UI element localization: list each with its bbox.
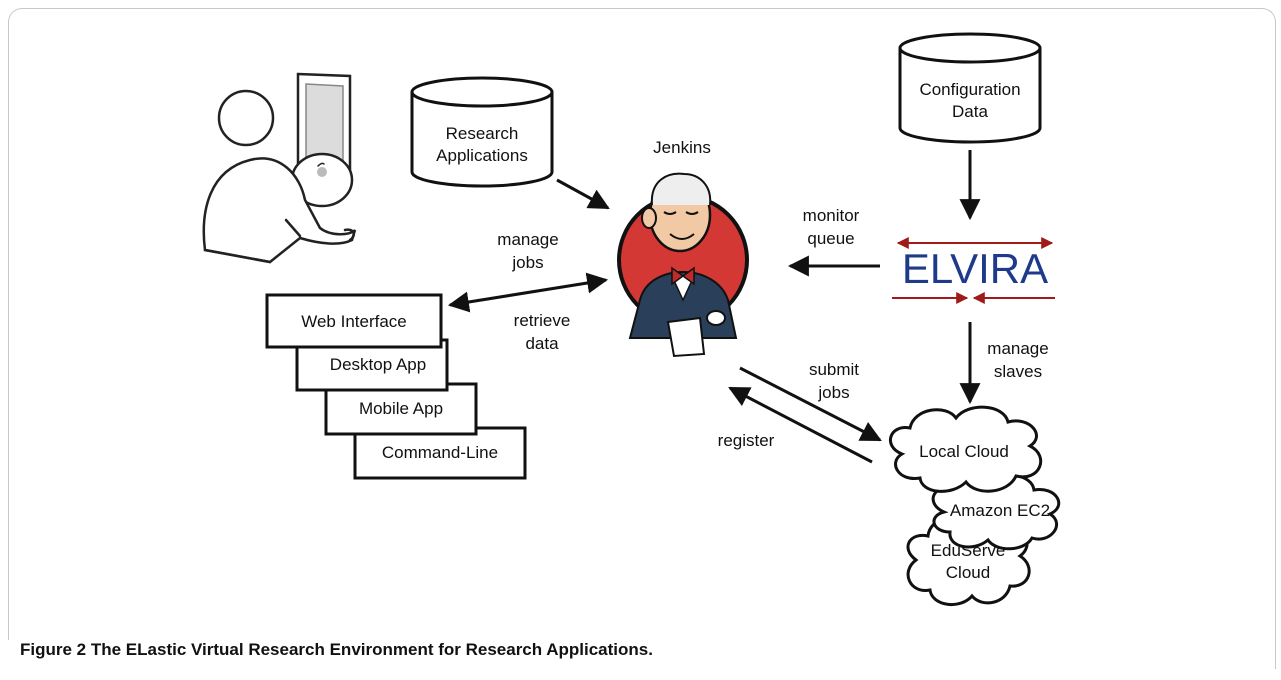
mobile-app-box: Mobile App bbox=[324, 382, 478, 436]
mobile-app-label: Mobile App bbox=[359, 399, 443, 418]
eduserve-line-2: Cloud bbox=[946, 563, 990, 582]
command-line-box: Command-Line bbox=[353, 426, 527, 480]
arrow-research-to-jenkins bbox=[556, 178, 610, 210]
caption-label: Figure 2 bbox=[20, 640, 87, 659]
local-cloud-label: Local Cloud bbox=[919, 442, 1009, 461]
web-interface-box: Web Interface bbox=[265, 293, 443, 349]
eduserve-line-1: EduServe bbox=[931, 541, 1006, 560]
jenkins-butler-icon bbox=[617, 172, 749, 358]
command-line-label: Command-Line bbox=[382, 443, 498, 462]
jenkins-label: Jenkins bbox=[653, 138, 711, 157]
monitor-queue-line-2: queue bbox=[807, 229, 854, 248]
frame-gap bbox=[6, 640, 14, 680]
elvira-wordmark: ELVIRA bbox=[902, 245, 1048, 292]
desktop-app-label: Desktop App bbox=[330, 355, 426, 374]
manage-jobs-line-2: jobs bbox=[511, 253, 543, 272]
config-data-line-1: Configuration bbox=[919, 80, 1020, 99]
monitor-queue-line-1: monitor bbox=[803, 206, 860, 225]
research-apps-line-1: Research bbox=[446, 124, 519, 143]
configuration-data-database: Configuration Data bbox=[898, 32, 1042, 144]
manage-slaves-line-1: manage bbox=[987, 339, 1048, 358]
amazon-ec2-label: Amazon EC2 bbox=[950, 501, 1050, 520]
manage-jobs-line-1: manage bbox=[497, 230, 558, 249]
caption-text: The ELastic Virtual Research Environment… bbox=[90, 640, 653, 659]
web-interface-label: Web Interface bbox=[301, 312, 407, 331]
submit-jobs-line-1: submit bbox=[809, 360, 859, 379]
amazon-ec2-cloud: Amazon EC2 bbox=[931, 473, 1061, 551]
retrieve-data-line-1: retrieve bbox=[514, 311, 571, 330]
client-interfaces-stack: Command-Line Mobile App Desktop App Web … bbox=[265, 293, 527, 480]
elvira-logo: ELVIRA bbox=[892, 237, 1055, 304]
retrieve-data-line-2: data bbox=[525, 334, 559, 353]
arrow-submit-jobs bbox=[739, 366, 882, 442]
arrow-register bbox=[728, 386, 873, 464]
figure-frame bbox=[8, 8, 1276, 669]
register-label: register bbox=[718, 431, 775, 450]
research-apps-line-2: Applications bbox=[436, 146, 528, 165]
config-data-line-2: Data bbox=[952, 102, 988, 121]
manage-slaves-line-2: slaves bbox=[994, 362, 1042, 381]
submit-jobs-line-2: jobs bbox=[817, 383, 849, 402]
research-applications-database: Research Applications bbox=[410, 76, 554, 188]
arrow-clients-jenkins bbox=[447, 272, 609, 313]
local-cloud: Local Cloud bbox=[889, 405, 1043, 493]
figure-caption: Figure 2 The ELastic Virtual Research En… bbox=[20, 640, 653, 660]
user-at-computer-icon bbox=[202, 72, 357, 264]
